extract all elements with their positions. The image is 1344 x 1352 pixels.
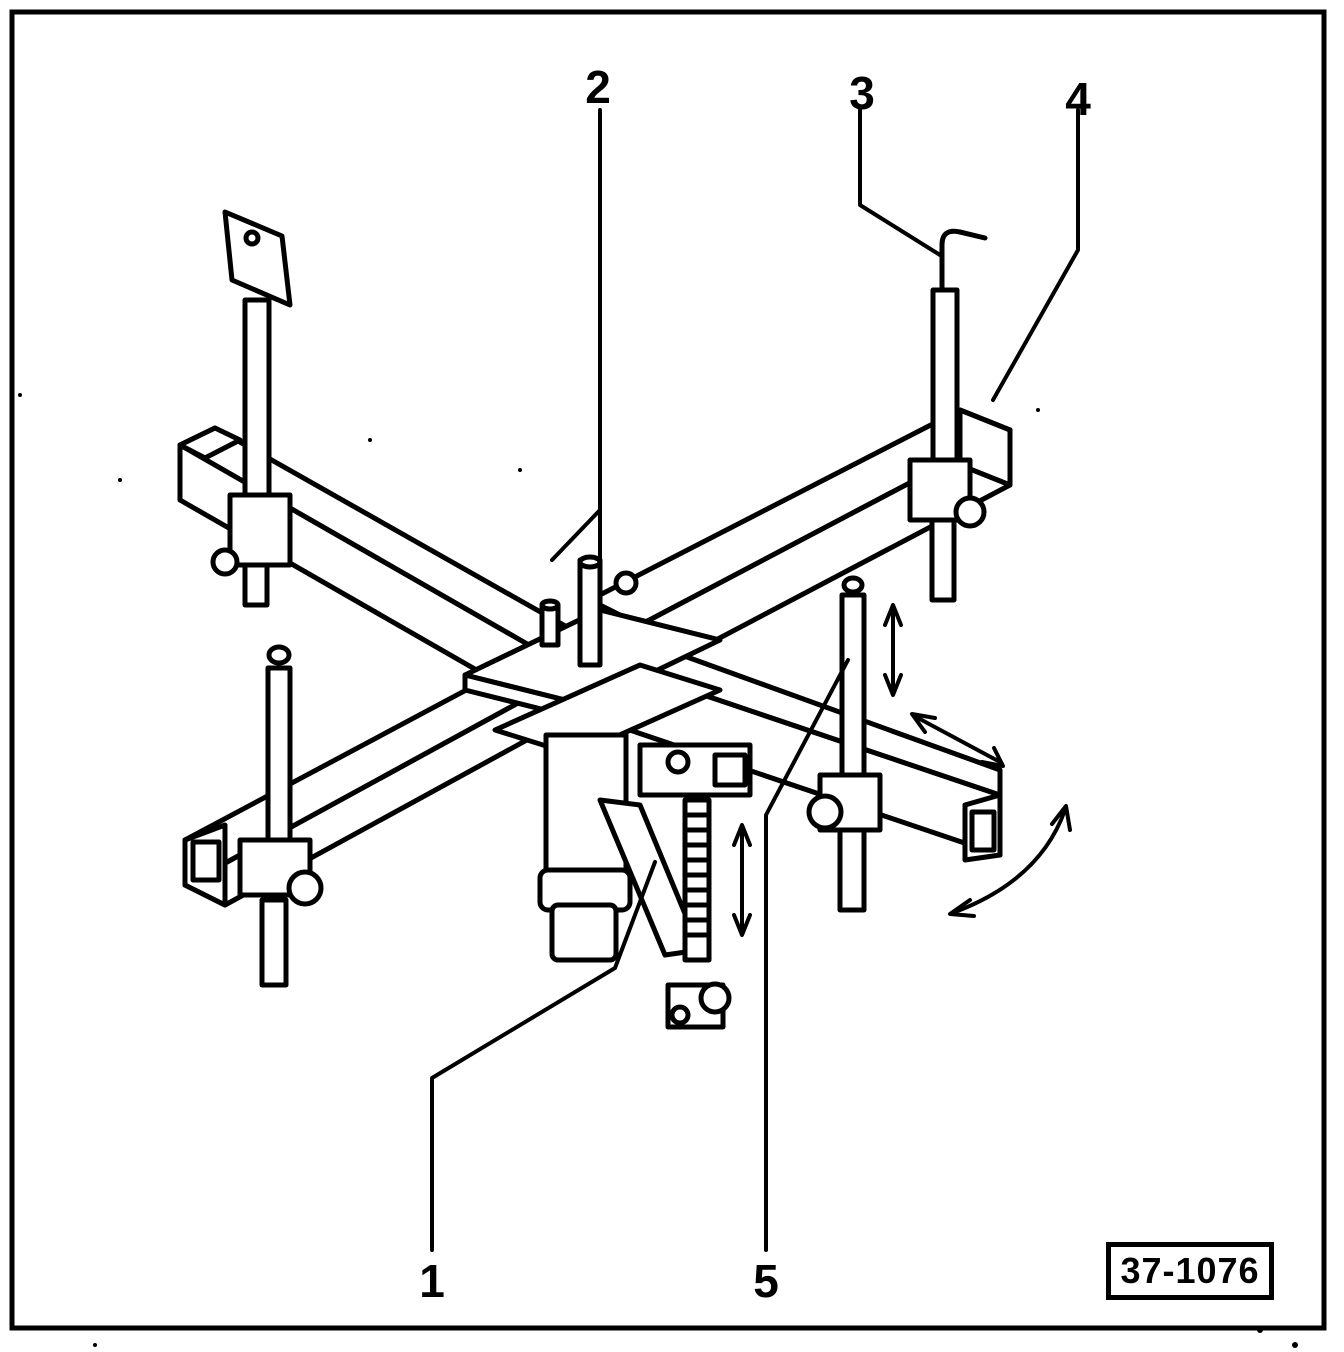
callout-4: 4 (1065, 73, 1091, 125)
drawing-border (9, 9, 1327, 1331)
upright-front-left (237, 644, 324, 988)
figure-reference-box: 37-1076 (1106, 1242, 1274, 1300)
upright-back-right (907, 228, 988, 603)
fixture-assembly (177, 108, 1080, 1252)
leader-lines (430, 108, 1080, 1252)
spring-adjuster (665, 797, 732, 1030)
motion-arrows (732, 603, 1072, 937)
figure-reference-number: 37-1076 (1120, 1250, 1260, 1291)
callout-1: 1 (419, 1255, 445, 1307)
upright-back-left (210, 209, 293, 608)
callout-5: 5 (753, 1255, 779, 1307)
upright-front-right (806, 575, 883, 913)
beam-front-right (597, 637, 1003, 863)
center-column (537, 732, 753, 963)
callout-3: 3 (849, 67, 875, 119)
scan-specks (18, 393, 1298, 1348)
callout-2: 2 (585, 61, 611, 113)
